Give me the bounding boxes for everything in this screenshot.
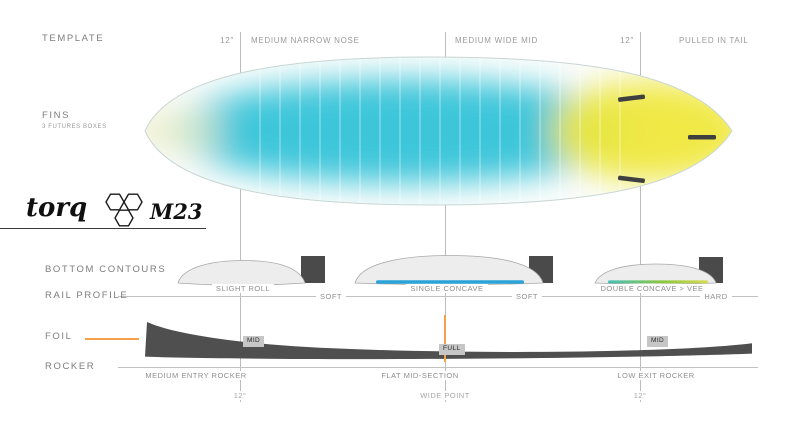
brand-name: torq	[26, 193, 88, 223]
fin-boxes-icon	[617, 94, 716, 184]
rail-hardness-3: HARD	[696, 292, 736, 301]
section-label-bottom-contours: BOTTOM CONTOURS	[45, 264, 167, 275]
rocker-line	[118, 367, 758, 368]
section-label-template: TEMPLATE	[42, 33, 105, 44]
brand-model: M23	[150, 199, 203, 224]
nose-measure: 12"	[220, 36, 234, 45]
contour-name-1: SLIGHT ROLL	[193, 284, 293, 293]
rail-profile-line	[118, 296, 758, 297]
foil-tag-tail: MID	[647, 336, 669, 347]
section-label-foil: FOIL	[45, 331, 73, 342]
guide-line-nose	[239, 32, 241, 402]
section-label-fins: FINS	[42, 110, 71, 121]
contour-name-2: SINGLE CONCAVE	[397, 284, 497, 293]
rocker-mid-label: FLAT MID-SECTION	[360, 371, 480, 380]
bottom-tail-measure: 12"	[615, 391, 665, 400]
section-label-rocker: ROCKER	[45, 361, 96, 372]
hexagons-logo-icon	[105, 193, 143, 227]
guide-line-tail	[639, 32, 641, 402]
rocker-exit-label: LOW EXIT ROCKER	[596, 371, 716, 380]
contour-slight-roll	[177, 256, 325, 286]
section-label-rail-profile: RAIL PROFILE	[45, 290, 129, 301]
logo-underline	[0, 228, 206, 229]
foil-tag-center: FULL	[439, 344, 465, 355]
wide-point-label: WIDE POINT	[405, 391, 485, 400]
stringer-lines	[259, 57, 621, 205]
contour-single-concave	[354, 255, 553, 286]
fins-sub-label: 3 FUTURES BOXES	[42, 124, 107, 130]
rail-hardness-1: SOFT	[311, 292, 351, 301]
contour-name-3: DOUBLE CONCAVE > VEE	[592, 284, 712, 293]
bottom-contours-graphic	[177, 255, 723, 286]
guide-line-mid-foil-highlight	[444, 315, 446, 362]
rocker-entry-label: MEDIUM ENTRY ROCKER	[136, 371, 256, 380]
guide-line-mid	[444, 32, 446, 402]
foil-accent-dash	[85, 338, 139, 340]
contour-double-concave-vee	[594, 257, 723, 285]
foil-side-profile	[145, 322, 752, 360]
mid-template-label: MEDIUM WIDE MID	[455, 36, 538, 45]
tail-measure: 12"	[620, 36, 634, 45]
nose-template-label: MEDIUM NARROW NOSE	[251, 36, 360, 45]
bottom-nose-measure: 12"	[215, 391, 265, 400]
tail-template-label: PULLED IN TAIL	[679, 36, 749, 45]
surfboard-top-view	[144, 56, 733, 206]
rail-hardness-2: SOFT	[507, 292, 547, 301]
foil-tag-nose: MID	[243, 336, 265, 347]
